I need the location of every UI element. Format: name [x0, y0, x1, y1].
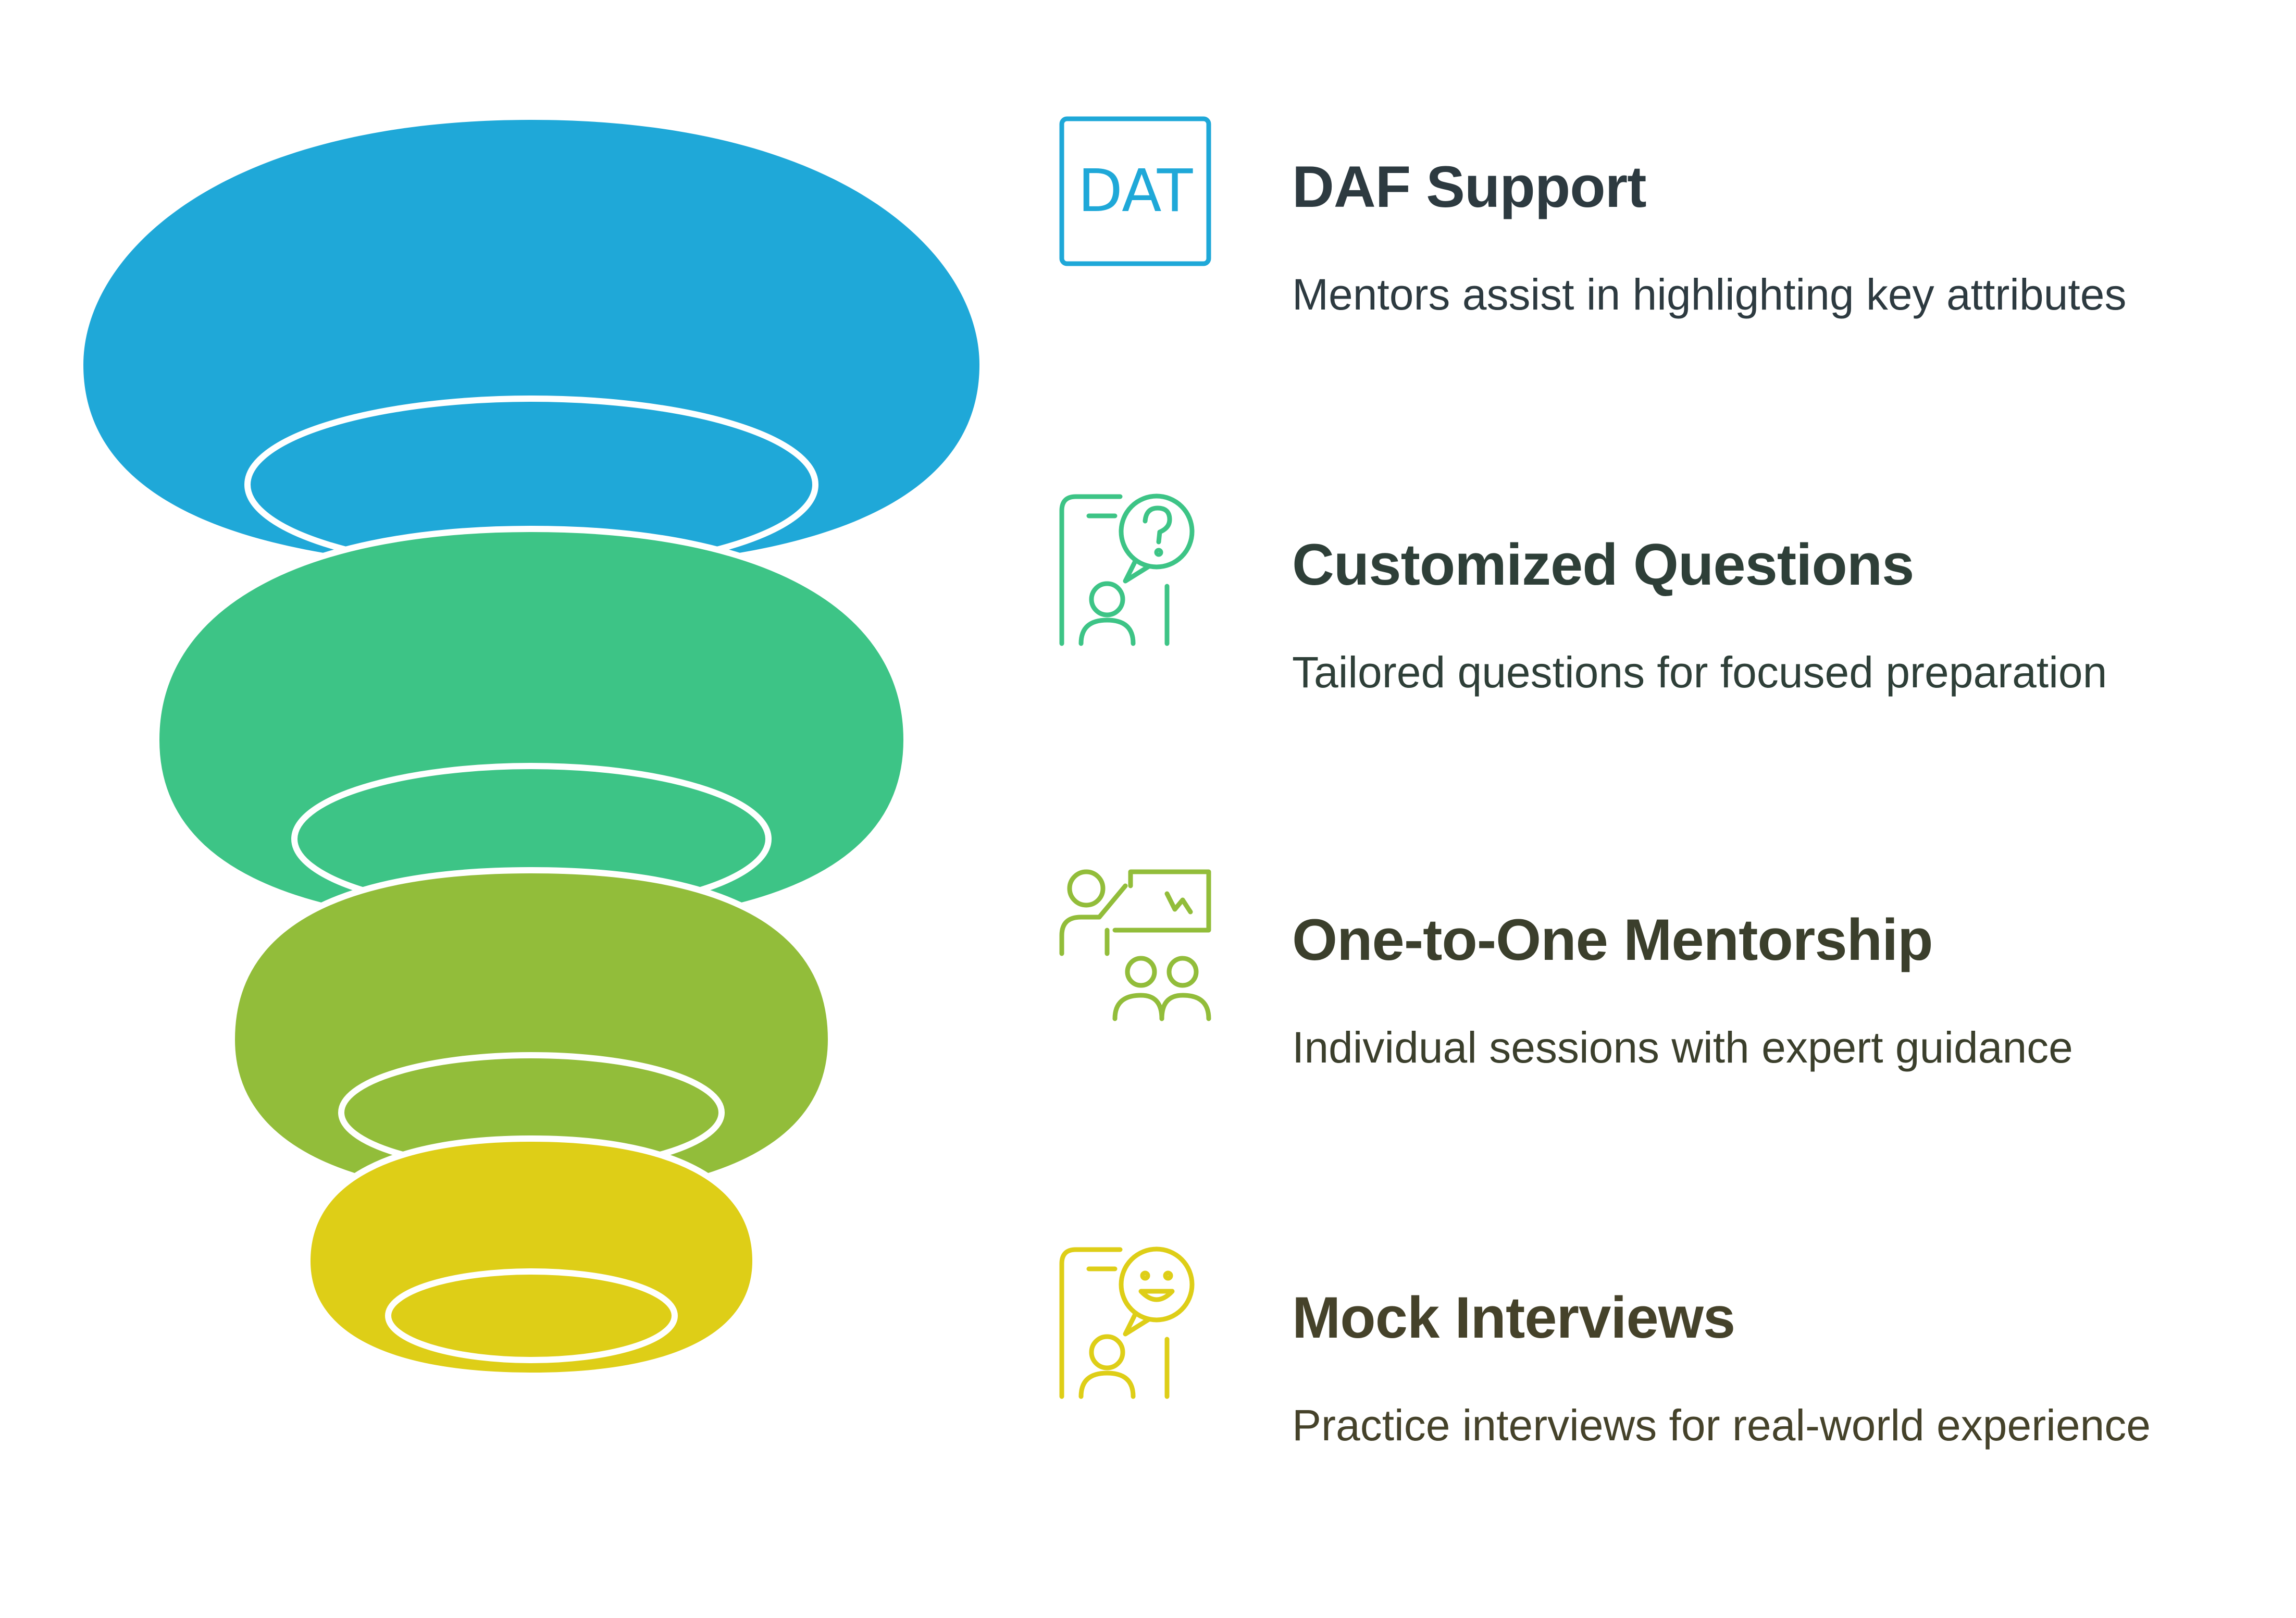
stage-description: Practice interviews for real-world exper…	[1292, 1401, 2151, 1450]
phone-question-chat-icon	[1059, 493, 1195, 646]
dat-document-icon: DAT	[1059, 116, 1211, 266]
stage-title: DAF Support	[1292, 154, 1647, 219]
funnel-diagram	[83, 120, 979, 1379]
stage-item-customized-questions: Customized Questions Tailored questions …	[1058, 492, 2277, 784]
funnel-layer-opening	[385, 1268, 678, 1363]
phone-smiley-chat-icon	[1059, 1246, 1195, 1399]
funnel-layer-mock-interviews	[304, 1135, 759, 1379]
stage-description: Tailored questions for focused preparati…	[1292, 648, 2107, 697]
funnel-layer-body	[83, 120, 979, 568]
funnel-layer-body	[304, 1135, 759, 1379]
stage-description: Individual sessions with expert guidance	[1292, 1023, 2073, 1072]
stage-description: Mentors assist in highlighting key attri…	[1292, 270, 2127, 319]
funnel-layer-daf-support	[83, 120, 979, 574]
stage-item-daf-support: DAT DAF Support Mentors assist in highli…	[1058, 115, 2277, 406]
svg-text:DAT: DAT	[1078, 157, 1193, 225]
presenter-audience-icon	[1059, 869, 1211, 1021]
stage-item-mock-interviews: Mock Interviews Practice interviews for …	[1058, 1245, 2277, 1537]
stage-title: One-to-One Mentorship	[1292, 907, 1933, 972]
stage-title: Customized Questions	[1292, 532, 1914, 597]
stage-title: Mock Interviews	[1292, 1285, 1735, 1350]
stage-item-one-to-one-mentorship: One-to-One Mentorship Individual session…	[1058, 868, 2277, 1159]
